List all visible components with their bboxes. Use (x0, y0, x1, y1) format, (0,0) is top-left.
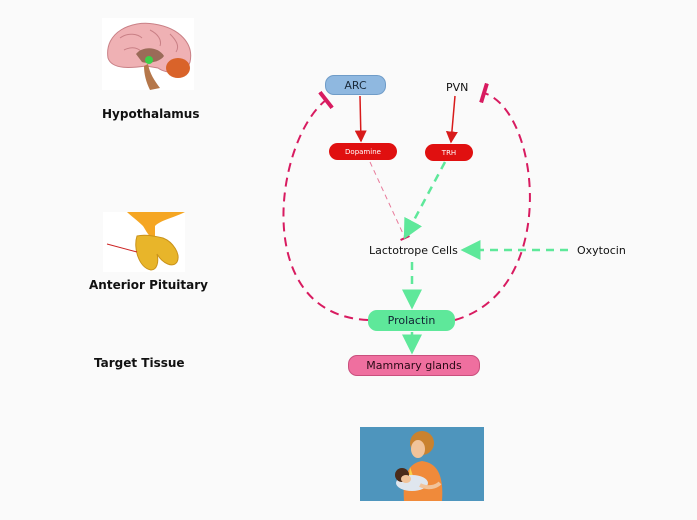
node-arc: ARC (325, 75, 386, 95)
level-target-tissue: Target Tissue (94, 356, 185, 370)
brain-illustration (102, 18, 194, 90)
node-dopamine: Dopamine (329, 143, 397, 160)
level-hypothalamus: Hypothalamus (102, 107, 200, 121)
breastfeeding-illustration (360, 427, 484, 501)
dopamine-inhibits-lactotrope (369, 161, 410, 241)
node-mammary-glands: Mammary glands (348, 355, 480, 376)
arc-to-dopamine-arrow (354, 95, 367, 143)
node-oxytocin: Oxytocin (577, 244, 626, 257)
trh-to-lactotrope-arrow (403, 161, 447, 240)
node-pvn: PVN (446, 81, 469, 94)
prolactin-feedback-arc (282, 90, 369, 321)
node-trh: TRH (425, 144, 473, 161)
level-anterior-pituitary: Anterior Pituitary (89, 278, 208, 292)
node-lactotrope-cells: Lactotrope Cells (369, 244, 458, 257)
pituitary-illustration (103, 212, 185, 272)
pvn-to-trh-arrow (445, 95, 458, 144)
node-prolactin: Prolactin (368, 310, 455, 331)
prolactin-feedback-pvn (454, 82, 531, 321)
